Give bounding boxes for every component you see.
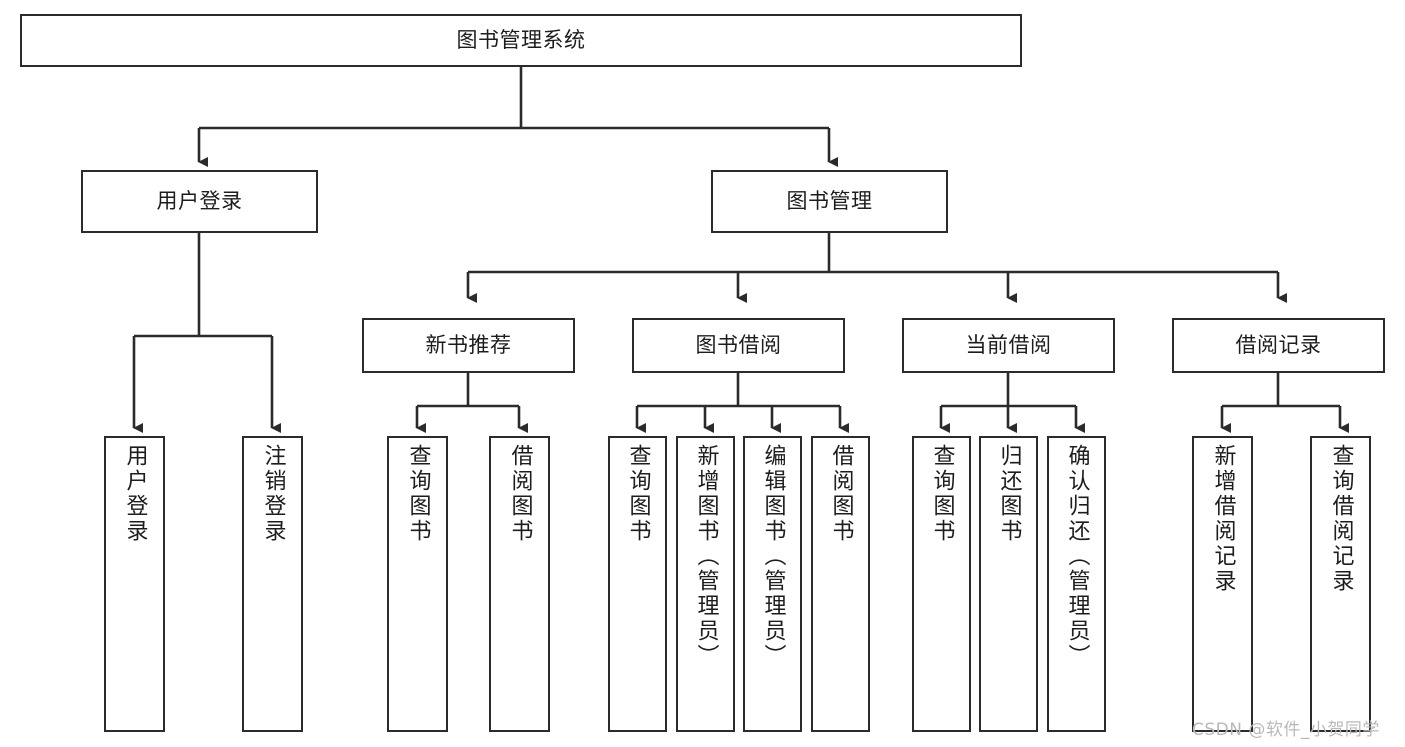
node-user-login[interactable]: 用户登录 bbox=[81, 170, 318, 233]
node-leaf-current-confirm-return-label: 确认归还（管理员） bbox=[1064, 444, 1090, 669]
node-new-book-recommend[interactable]: 新书推荐 bbox=[362, 318, 575, 373]
node-leaf-newbook-borrow-book[interactable]: 借阅图书 bbox=[489, 436, 550, 732]
node-leaf-current-confirm-return[interactable]: 确认归还（管理员） bbox=[1047, 436, 1106, 732]
node-leaf-current-return-book[interactable]: 归还图书 bbox=[979, 436, 1038, 732]
node-new-book-recommend-label: 新书推荐 bbox=[425, 333, 512, 358]
node-book-borrow-label: 图书借阅 bbox=[695, 333, 782, 358]
node-user-login-label: 用户登录 bbox=[156, 189, 243, 214]
node-leaf-borrow-borrow-book[interactable]: 借阅图书 bbox=[811, 436, 870, 732]
node-leaf-record-query-record[interactable]: 查询借阅记录 bbox=[1310, 436, 1371, 732]
node-leaf-borrow-edit-book[interactable]: 编辑图书（管理员） bbox=[743, 436, 802, 732]
node-book-management[interactable]: 图书管理 bbox=[711, 170, 948, 233]
node-current-borrow-label: 当前借阅 bbox=[965, 333, 1052, 358]
node-current-borrow[interactable]: 当前借阅 bbox=[902, 318, 1115, 373]
node-leaf-logout-label: 注销登录 bbox=[260, 444, 286, 544]
node-leaf-borrow-borrow-book-label: 借阅图书 bbox=[828, 444, 854, 544]
node-leaf-logout[interactable]: 注销登录 bbox=[242, 436, 303, 732]
node-leaf-current-query-book[interactable]: 查询图书 bbox=[912, 436, 971, 732]
node-leaf-newbook-borrow-book-label: 借阅图书 bbox=[507, 444, 533, 544]
node-borrow-record[interactable]: 借阅记录 bbox=[1172, 318, 1385, 373]
node-leaf-borrow-query-book-label: 查询图书 bbox=[625, 444, 651, 544]
node-leaf-newbook-query-book-label: 查询图书 bbox=[405, 444, 431, 544]
node-leaf-record-query-record-label: 查询借阅记录 bbox=[1328, 444, 1354, 594]
node-leaf-borrow-query-book[interactable]: 查询图书 bbox=[608, 436, 667, 732]
node-leaf-user-login-label: 用户登录 bbox=[122, 444, 148, 544]
node-book-management-label: 图书管理 bbox=[786, 189, 873, 214]
node-leaf-record-add-record[interactable]: 新增借阅记录 bbox=[1192, 436, 1253, 732]
node-leaf-newbook-query-book[interactable]: 查询图书 bbox=[387, 436, 448, 732]
node-root-system[interactable]: 图书管理系统 bbox=[20, 14, 1022, 67]
node-root-system-label: 图书管理系统 bbox=[456, 28, 586, 53]
node-leaf-record-add-record-label: 新增借阅记录 bbox=[1210, 444, 1236, 594]
node-leaf-borrow-edit-book-label: 编辑图书（管理员） bbox=[760, 444, 786, 669]
node-leaf-current-return-book-label: 归还图书 bbox=[996, 444, 1022, 544]
node-leaf-user-login[interactable]: 用户登录 bbox=[104, 436, 165, 732]
node-book-borrow[interactable]: 图书借阅 bbox=[632, 318, 845, 373]
node-borrow-record-label: 借阅记录 bbox=[1235, 333, 1322, 358]
node-leaf-borrow-add-book-label: 新增图书（管理员） bbox=[693, 444, 719, 669]
node-leaf-borrow-add-book[interactable]: 新增图书（管理员） bbox=[676, 436, 735, 732]
node-leaf-current-query-book-label: 查询图书 bbox=[929, 444, 955, 544]
